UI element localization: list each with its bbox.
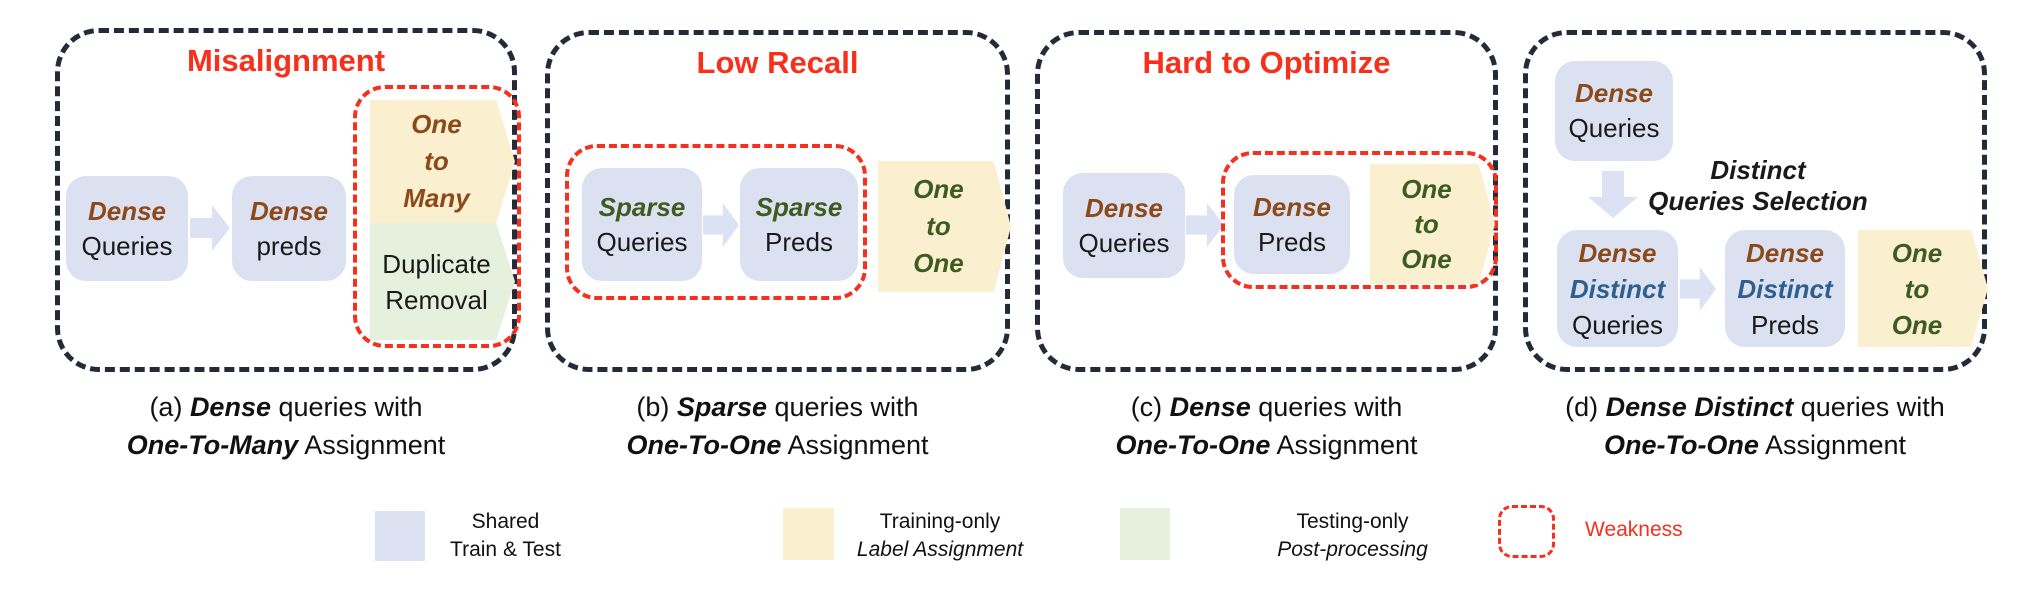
caption-d: (d) Dense Distinct queries with One-To-O…	[1523, 388, 1987, 464]
one-to-many-shape: One to Many	[370, 100, 515, 223]
caption-text: (c)	[1130, 392, 1170, 422]
caption-emph: One-To-One	[626, 430, 782, 460]
caption-emph: Sparse	[676, 392, 767, 422]
caption-c: (c) Dense queries with One-To-One Assign…	[1035, 388, 1498, 464]
dense-label: Dense	[1084, 192, 1164, 223]
weakness-box-a: One to Many Duplicate Removal	[353, 85, 521, 348]
caption-b: (b) Sparse queries with One-To-One Assig…	[545, 388, 1010, 464]
caption-text: Assignment	[1758, 430, 1907, 460]
panel-d: Dense Queries Distinct Queries Selection…	[1523, 30, 1988, 372]
dense-queries-box-d: Dense Queries	[1555, 61, 1673, 161]
preds-label: Preds	[1751, 309, 1819, 340]
legend-text: Train & Test	[450, 538, 561, 561]
panel-b: Low Recall Sparse Queries Sparse Preds O…	[545, 30, 1011, 372]
legend-text: Testing-only	[1296, 510, 1409, 533]
dense-preds-box-a: Dense preds	[232, 176, 346, 281]
sparse-label: Sparse	[598, 191, 686, 222]
dense-distinct-queries-box: Dense Distinct Queries	[1557, 230, 1678, 347]
legend-text: Shared	[471, 510, 540, 533]
distinct-queries-selection-label: Distinct Queries Selection	[1648, 155, 1868, 216]
panel-c: Hard to Optimize Dense Queries Dense Pre…	[1035, 30, 1498, 372]
dense-preds-box-c: Dense Preds	[1234, 175, 1350, 274]
right-arrow-icon	[1680, 267, 1716, 311]
queries-label: Queries	[1571, 309, 1664, 340]
caption-emph: Dense	[189, 392, 271, 422]
caption-a: (a) Dense queries with One-To-Many Assig…	[55, 388, 517, 464]
caption-emph: One-To-One	[1115, 430, 1271, 460]
caption-emph: One-To-Many	[126, 430, 299, 460]
legend-label-weakness: Weakness	[1585, 518, 1683, 541]
legend-text: Label Assignment	[856, 538, 1024, 561]
caption-text: Assignment	[298, 430, 446, 460]
distinct-label: Distinct	[1737, 273, 1833, 304]
right-arrow-icon	[1186, 203, 1224, 247]
legend-swatch-testing	[1120, 508, 1170, 560]
preds-label: Preds	[765, 226, 833, 257]
panel-a: Misalignment Dense Queries Dense preds O…	[55, 28, 521, 372]
legend-swatch-shared	[375, 511, 425, 561]
legend-swatch-training	[783, 508, 834, 560]
queries-label: Queries	[596, 226, 688, 257]
preds-label: preds	[256, 230, 322, 261]
distinct-label: Distinct	[1569, 273, 1666, 304]
legend-swatch-weakness	[1498, 505, 1555, 558]
sparse-queries-box: Sparse Queries	[582, 168, 702, 281]
duplicate-removal-shape: Duplicate Removal	[370, 223, 515, 340]
one-to-one-shape-d: One to One	[1858, 230, 1988, 347]
dense-label: Dense	[249, 195, 329, 226]
caption-text: queries with	[1793, 392, 1945, 422]
legend-label-shared: Shared Train & Test	[398, 508, 613, 564]
dense-queries-box-a: Dense Queries	[66, 176, 188, 281]
legend-label-testing: Testing-only Post-processing	[1240, 508, 1465, 564]
sparse-label: Sparse	[755, 191, 843, 222]
dense-distinct-preds-box: Dense Distinct Preds	[1725, 230, 1845, 347]
dense-label: Dense	[1252, 191, 1332, 222]
caption-emph: Dense	[1169, 392, 1251, 422]
legend-text: Post-processing	[1277, 538, 1428, 561]
caption-text: Assignment	[1270, 430, 1418, 460]
caption-text: queries with	[766, 392, 919, 422]
caption-text: (b)	[636, 392, 677, 422]
dense-label: Dense	[1574, 78, 1654, 108]
weakness-box-b: Sparse Queries Sparse Preds	[565, 144, 867, 300]
dense-label: Dense	[1745, 237, 1825, 268]
legend-text: Training-only	[879, 510, 1001, 533]
dense-queries-box-c: Dense Queries	[1063, 173, 1185, 278]
dense-label: Dense	[1578, 237, 1657, 268]
dense-label: Dense	[87, 195, 167, 226]
one-to-one-shape-c: One to One	[1370, 164, 1495, 284]
caption-emph: Dense Distinct	[1605, 392, 1794, 422]
queries-label: Queries	[1078, 227, 1170, 258]
panel-c-title: Hard to Optimize	[1142, 45, 1391, 80]
queries-label: Queries	[81, 230, 173, 261]
caption-text: queries with	[270, 392, 423, 422]
caption-text: (a)	[149, 392, 190, 422]
caption-emph: One-To-One	[1603, 430, 1759, 460]
one-to-one-shape-b: One to One	[878, 161, 1011, 292]
right-arrow-icon	[190, 205, 230, 251]
panel-b-title: Low Recall	[696, 45, 859, 80]
caption-text: (d)	[1565, 392, 1606, 422]
legend-label-training: Training-only Label Assignment	[840, 508, 1040, 564]
queries-label: Queries	[1568, 113, 1660, 143]
panel-a-title: Misalignment	[186, 43, 386, 78]
caption-text: Assignment	[781, 430, 929, 460]
preds-label: Preds	[1258, 226, 1326, 257]
right-arrow-icon	[703, 203, 739, 247]
sparse-preds-box: Sparse Preds	[740, 168, 858, 281]
weakness-box-c: Dense Preds One to One	[1221, 151, 1498, 289]
caption-text: queries with	[1250, 392, 1403, 422]
